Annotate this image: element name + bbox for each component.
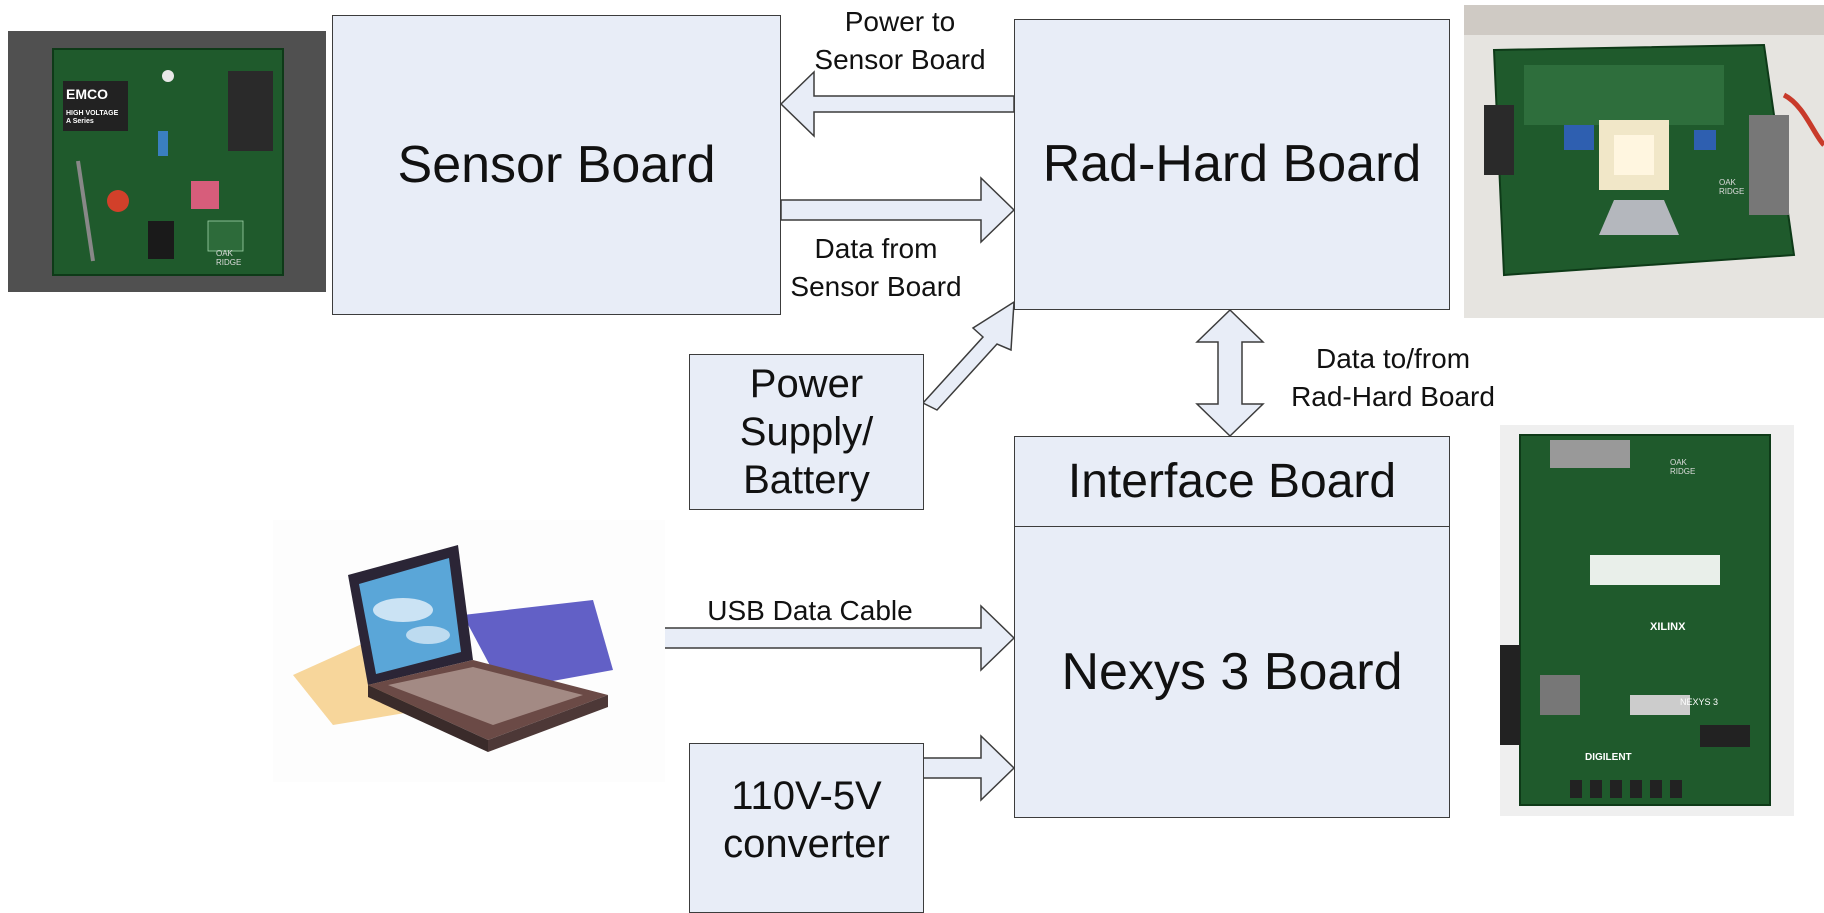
data-to-from-radhard-label: Data to/from Rad-Hard Board xyxy=(1291,343,1495,412)
converter-arrow xyxy=(922,734,1016,802)
interface-board-box: Interface Board xyxy=(1014,436,1450,528)
data-from-sensor-arrow xyxy=(780,176,1016,244)
usb-cable-label: USB Data Cable xyxy=(707,595,913,626)
digilent-text: DIGILENT xyxy=(1585,752,1632,763)
emco-text: EMCO xyxy=(66,86,108,102)
rad-hard-board-box: Rad-Hard Board xyxy=(1014,19,1450,310)
data-from-sensor-label: Data from Sensor Board xyxy=(790,233,962,302)
power-to-sensor-label: Power to Sensor Board xyxy=(814,6,986,75)
nexys3-board-box: Nexys 3 Board xyxy=(1014,526,1450,818)
nexys3-photo-text: NEXYS 3 xyxy=(1680,697,1718,707)
power-supply-box: Power Supply/ Battery xyxy=(689,354,924,510)
converter-box: 110V-5V converter xyxy=(689,743,924,913)
laptop-photo xyxy=(273,520,665,782)
interface-board-label: Interface Board xyxy=(1067,455,1397,509)
power-supply-label: Power Supply/ Battery xyxy=(739,362,874,502)
sensor-board-box: Sensor Board xyxy=(332,15,781,315)
xilinx-text: XILINX xyxy=(1650,621,1686,633)
rad-hard-board-label: Rad-Hard Board xyxy=(1042,135,1422,194)
laptop-image xyxy=(273,520,665,782)
power-supply-arrow xyxy=(921,300,1015,411)
converter-label: 110V-5V converter xyxy=(723,774,890,866)
sensor-board-label: Sensor Board xyxy=(397,135,716,194)
radhard-interface-arrow xyxy=(1195,308,1265,438)
power-to-sensor-arrow xyxy=(779,70,1015,138)
nexys3-board-label: Nexys 3 Board xyxy=(1061,642,1403,701)
